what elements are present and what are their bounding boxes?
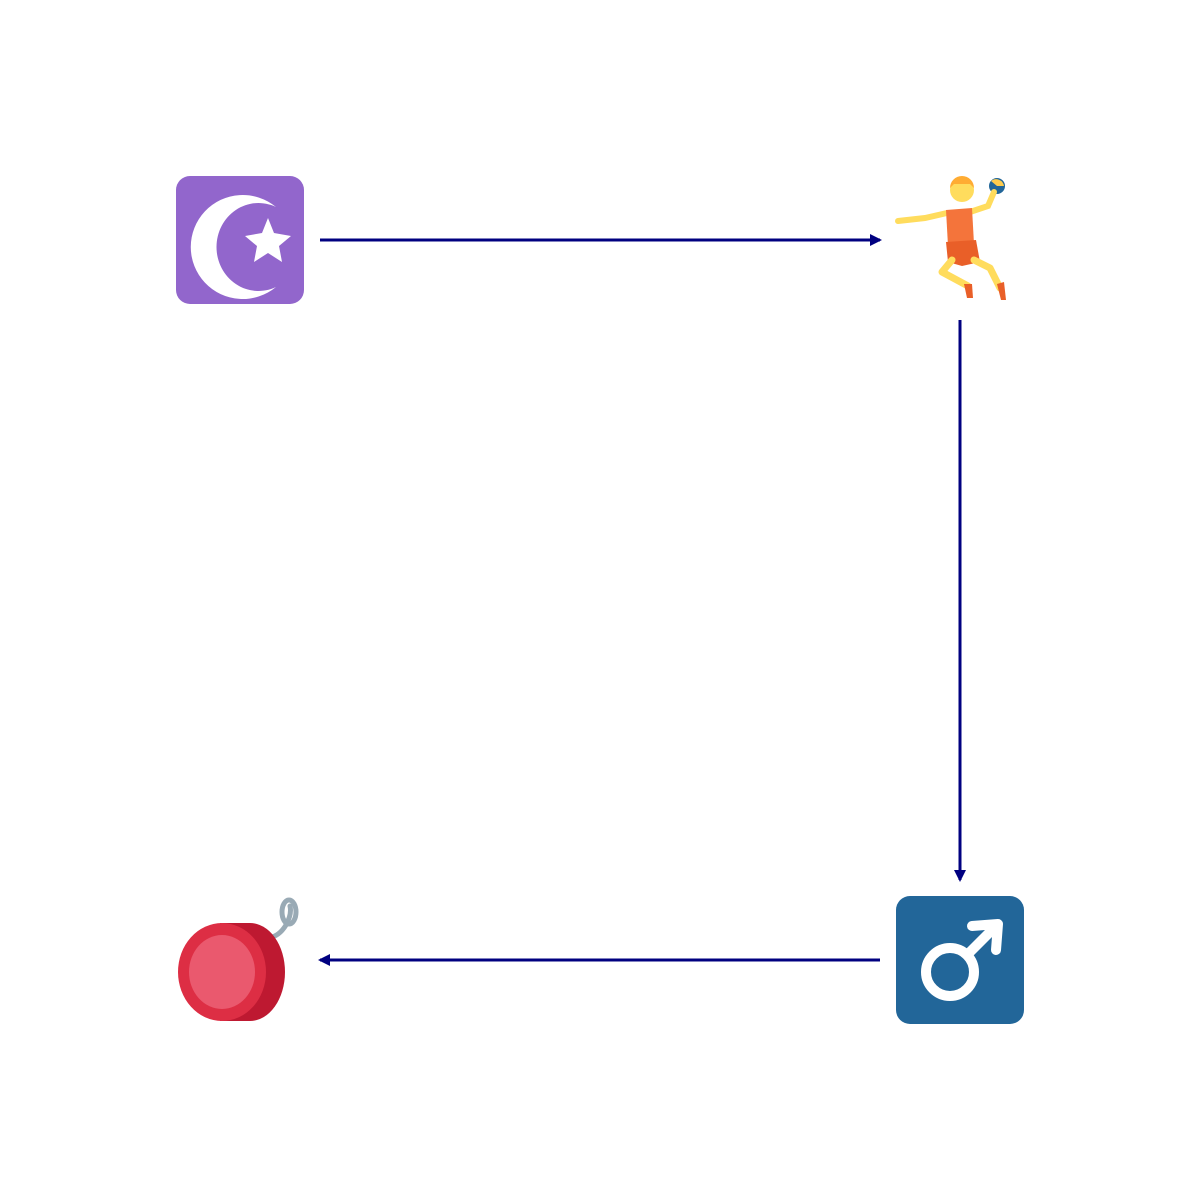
yo-yo-icon — [178, 897, 299, 1021]
star-and-crescent-icon — [176, 176, 304, 304]
person-playing-handball-icon — [895, 176, 1006, 300]
male-sign-icon — [896, 896, 1024, 1024]
edges — [318, 234, 966, 966]
